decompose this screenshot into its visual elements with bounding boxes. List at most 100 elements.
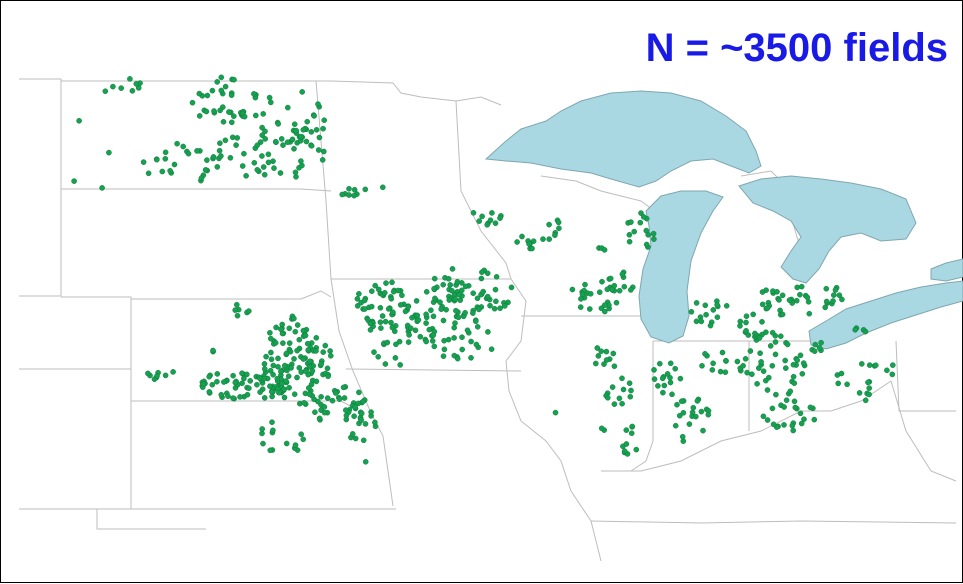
field-dot: [239, 163, 246, 169]
field-dot: [758, 359, 764, 365]
field-dot: [619, 375, 625, 382]
field-dot: [689, 409, 696, 416]
field-dot: [267, 329, 273, 336]
field-dot: [458, 287, 465, 294]
field-dot: [346, 185, 352, 192]
field-dot: [367, 327, 374, 333]
field-dot: [476, 218, 483, 224]
field-dot: [462, 309, 468, 316]
field-dot: [806, 310, 813, 317]
field-dot: [587, 306, 593, 312]
field-dot: [479, 213, 485, 220]
field-dot: [769, 362, 776, 369]
field-dot: [794, 284, 801, 291]
field-dot: [757, 350, 763, 357]
field-dot: [129, 88, 136, 94]
field-dot: [740, 362, 746, 369]
field-dot: [454, 278, 461, 285]
field-dot: [153, 156, 160, 163]
field-dot: [275, 355, 281, 362]
border-il-in: [630, 341, 654, 472]
field-dot: [884, 367, 890, 374]
field-dot: [275, 363, 281, 370]
field-dot: [760, 368, 767, 375]
field-dot: [260, 164, 267, 170]
field-dot: [818, 339, 824, 346]
field-dot: [792, 404, 799, 411]
field-dot: [415, 317, 422, 323]
field-dot: [598, 425, 605, 432]
field-dot: [723, 357, 729, 364]
field-dot: [431, 275, 438, 282]
field-dot: [492, 220, 499, 226]
field-dot: [638, 210, 644, 216]
field-dot: [651, 367, 657, 373]
field-dot: [390, 288, 397, 295]
field-dot: [626, 231, 633, 238]
field-dot: [99, 185, 105, 191]
field-dot: [700, 427, 706, 434]
field-dot: [296, 336, 303, 343]
field-dot: [268, 356, 275, 363]
field-dot: [856, 390, 863, 396]
field-dot: [437, 299, 443, 306]
field-dot: [354, 295, 361, 302]
field-dot: [429, 338, 436, 344]
field-dot: [628, 287, 634, 293]
field-dot: [305, 385, 312, 391]
field-dot: [220, 119, 227, 125]
field-dot: [306, 363, 313, 370]
field-dot: [308, 129, 315, 135]
field-dot: [651, 376, 658, 382]
field-dot: [664, 371, 671, 377]
field-dot: [508, 284, 515, 291]
field-dot: [76, 118, 82, 124]
field-dot: [292, 169, 299, 176]
field-dot: [759, 289, 766, 295]
field-dot: [811, 348, 818, 355]
field-dot: [714, 314, 721, 321]
field-dot: [358, 417, 365, 424]
field-dot: [368, 288, 375, 295]
field-dot: [629, 423, 636, 430]
field-dot: [342, 407, 349, 413]
field-dot: [232, 379, 239, 386]
field-dot: [479, 269, 485, 276]
field-dot: [659, 375, 666, 382]
field-dot: [375, 353, 382, 360]
field-dot: [693, 318, 700, 325]
field-dot: [470, 290, 477, 297]
field-dot: [254, 142, 261, 148]
field-dot: [320, 148, 327, 155]
field-dot: [478, 275, 485, 282]
field-dot: [650, 230, 657, 237]
field-dot: [645, 231, 652, 238]
field-dot: [313, 334, 320, 341]
field-dot: [267, 383, 273, 390]
field-dot: [306, 391, 313, 398]
field-dot: [519, 233, 525, 240]
field-dot: [601, 247, 608, 253]
field-dot: [734, 358, 741, 365]
field-dot: [626, 238, 633, 245]
field-dot: [209, 87, 216, 94]
field-dot: [698, 318, 705, 325]
field-dot: [889, 371, 896, 378]
field-dot: [423, 320, 429, 326]
field-dot: [291, 391, 298, 398]
field-dot: [763, 377, 769, 384]
field-dot: [470, 310, 476, 316]
field-dot: [280, 142, 286, 148]
field-dot: [291, 145, 297, 152]
field-dot: [514, 239, 520, 245]
field-dot: [159, 168, 166, 175]
field-dot: [680, 409, 687, 416]
field-dot: [440, 317, 447, 324]
field-dot: [284, 104, 291, 111]
field-dot: [752, 330, 758, 337]
field-dot: [783, 397, 790, 404]
field-dot: [285, 373, 292, 380]
field-dot: [800, 360, 807, 366]
field-dot: [737, 318, 744, 325]
field-dot: [360, 398, 366, 405]
